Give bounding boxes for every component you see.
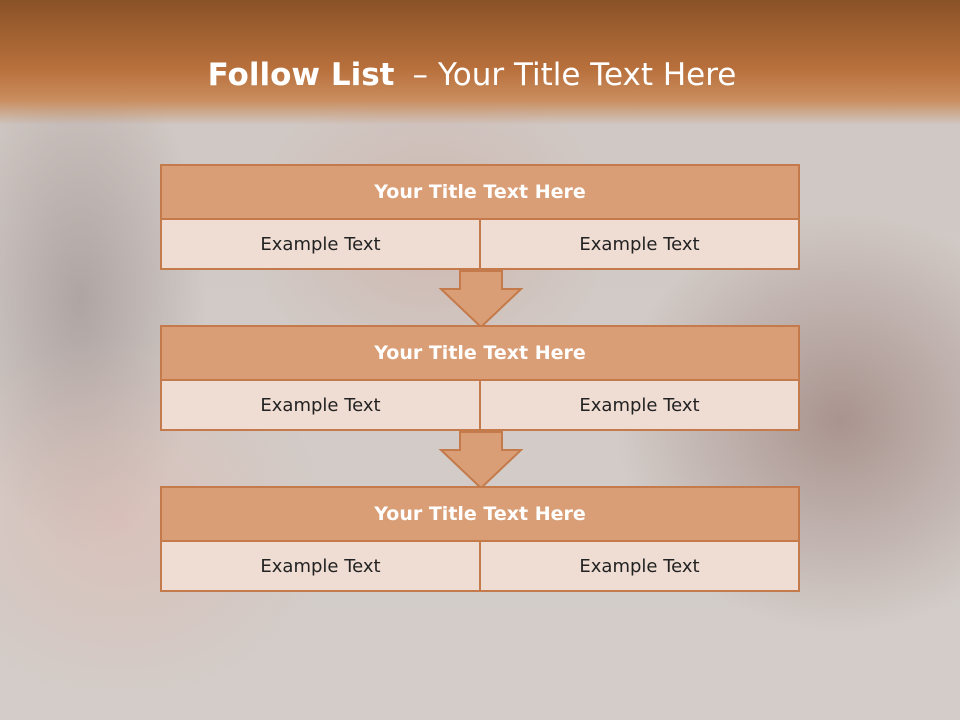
title-dash: – — [412, 57, 428, 93]
slide-title: Follow List–Your Title Text Here — [0, 52, 944, 98]
down-arrow-icon — [438, 431, 524, 489]
down-arrow-icon — [438, 270, 524, 328]
flow-block-1: Your Title Text Here Example Text Exampl… — [160, 164, 800, 270]
block-title: Your Title Text Here — [160, 164, 800, 220]
title-bold: Follow List — [207, 57, 395, 93]
title-bar — [0, 0, 960, 125]
block-cell-left: Example Text — [160, 381, 481, 431]
flow-block-2: Your Title Text Here Example Text Exampl… — [160, 325, 800, 431]
block-cell-right: Example Text — [481, 220, 800, 270]
block-cell-left: Example Text — [160, 220, 481, 270]
title-rest: Your Title Text Here — [437, 57, 737, 93]
block-title: Your Title Text Here — [160, 486, 800, 542]
block-cell-right: Example Text — [481, 381, 800, 431]
block-cell-left: Example Text — [160, 542, 481, 592]
block-cell-right: Example Text — [481, 542, 800, 592]
flow-block-3: Your Title Text Here Example Text Exampl… — [160, 486, 800, 592]
block-title: Your Title Text Here — [160, 325, 800, 381]
